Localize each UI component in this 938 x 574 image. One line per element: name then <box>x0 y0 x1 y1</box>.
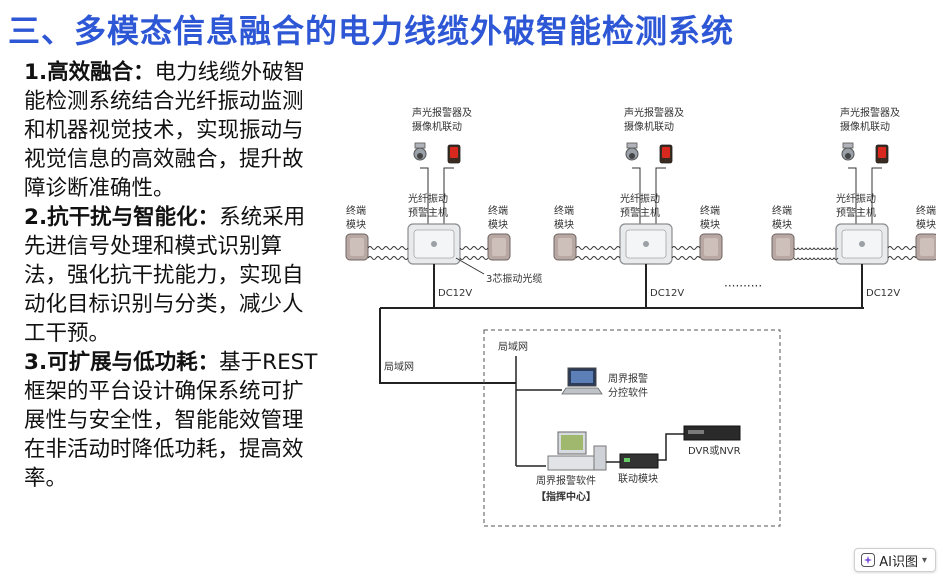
dc12v-label-1: DC12V <box>438 288 472 299</box>
alarm-label-3-line1: 声光报警器及 <box>840 106 900 119</box>
ai-button-label: AI识图 <box>879 554 918 570</box>
terminal-right-3-line1: 终端 <box>916 204 936 217</box>
point-2-body: 系统采用先进信号处理和模式识别算法，强化抗干扰能力，实现自动化目标识别与分类，减… <box>24 205 306 346</box>
alarm-label-1-line2: 摄像机联动 <box>412 120 462 133</box>
linkage-label: 联动模块 <box>618 473 658 485</box>
continuation-dots: ·········· <box>724 279 762 293</box>
vibration-cable <box>575 256 621 260</box>
terminal-right-3-line2: 模块 <box>916 219 936 231</box>
terminal-right-1-line1: 终端 <box>488 204 508 217</box>
dvr-icon <box>683 425 741 441</box>
point-1: 1.高效融合：电力线缆外破智能检测系统结合光纤振动监测和机器视觉技术，实现振动与… <box>24 58 324 203</box>
alarm-label-1-line1: 声光报警器及 <box>412 106 472 119</box>
terminal-left-1-line2: 模块 <box>346 219 366 231</box>
vibration-cable <box>459 256 489 260</box>
terminal-right-2-line1: 终端 <box>700 204 720 217</box>
terminal-module-icon <box>771 233 795 261</box>
slide-title: 三、多模态信息融合的电力线缆外破智能检测系统 <box>8 12 735 50</box>
terminal-left-1-line1: 终端 <box>346 204 366 217</box>
terminal-right-2-line2: 模块 <box>700 219 720 231</box>
ai-recognize-button[interactable]: AI识图 ▾ <box>854 548 936 572</box>
system-diagram: 声光报警器及摄像机联动光纤振动预警主机终端模块终端模块DC12V声光报警器及摄像… <box>345 106 936 527</box>
terminal-right-1-line2: 模块 <box>488 219 508 231</box>
dc12v-label-3: DC12V <box>866 288 900 299</box>
camera-icon <box>625 142 639 161</box>
alarm-light-icon <box>875 144 889 164</box>
point-1-body: 电力线缆外破智能检测系统结合光纤振动监测和机器视觉技术，实现振动与视觉信息的高效… <box>24 60 306 201</box>
camera-icon <box>413 142 427 161</box>
vibration-cable <box>367 246 409 250</box>
center-label-1: 周界报警软件 <box>536 474 596 487</box>
vibration-cable <box>367 256 409 260</box>
vibration-cable <box>793 257 839 260</box>
lan-bus <box>379 308 516 384</box>
alarm-host-icon <box>835 223 889 265</box>
alarm-host-icon <box>407 223 461 265</box>
ai-sparkle-icon <box>861 553 876 567</box>
lan-inner-label: 局域网 <box>498 340 528 353</box>
camera-icon <box>841 142 855 161</box>
point-3: 3.可扩展与低功耗：基于REST框架的平台设计确保系统可扩展性与安全性，智能能效… <box>24 348 324 493</box>
client-label-2: 分控软件 <box>608 386 648 399</box>
alarm-light-icon <box>447 144 461 164</box>
terminal-left-3-line1: 终端 <box>772 204 792 217</box>
vibration-cable <box>575 246 621 250</box>
vibration-cable <box>671 246 701 250</box>
vibration-cable <box>887 256 917 260</box>
point-2: 2.抗干扰与智能化：系统采用先进信号处理和模式识别算法，强化抗干扰能力，实现自动… <box>24 203 324 348</box>
point-3-body: 基于REST框架的平台设计确保系统可扩展性与安全性，智能能效管理在非活动时降低功… <box>24 350 318 491</box>
alarm-label-2-line1: 声光报警器及 <box>624 106 684 119</box>
alarm-label-3-line2: 摄像机联动 <box>840 120 890 133</box>
terminal-left-3-line2: 模块 <box>772 219 792 231</box>
cable-pointer <box>455 257 485 275</box>
dc12v-label-2: DC12V <box>650 288 684 299</box>
terminal-module-icon <box>699 233 723 261</box>
alarm-light-icon <box>659 144 673 164</box>
feature-points: 1.高效融合：电力线缆外破智能检测系统结合光纤振动监测和机器视觉技术，实现振动与… <box>24 58 324 493</box>
point-3-heading: 3.可扩展与低功耗： <box>24 350 220 375</box>
cable-label: 3芯振动光缆 <box>486 272 542 285</box>
terminal-module-icon <box>915 233 936 261</box>
alarm-label-2-line2: 摄像机联动 <box>624 120 674 133</box>
laptop-icon <box>561 367 603 395</box>
terminal-module-icon <box>345 233 369 261</box>
alarm-host-icon <box>619 223 673 265</box>
center-label-2: 【指挥中心】 <box>536 490 596 503</box>
terminal-module-icon <box>553 233 577 261</box>
point-1-heading: 1.高效融合： <box>24 60 155 85</box>
terminal-module-icon <box>487 233 511 261</box>
vibration-cable <box>671 256 701 260</box>
client-label-1: 周界报警 <box>608 372 648 385</box>
chevron-down-icon: ▾ <box>921 554 927 566</box>
dvr-label: DVR或NVR <box>688 445 741 457</box>
terminal-left-2-line2: 模块 <box>554 219 574 231</box>
terminal-left-2-line1: 终端 <box>554 204 574 217</box>
computer-icon <box>547 431 607 471</box>
vibration-cable <box>459 246 489 250</box>
vibration-cable <box>887 246 917 250</box>
command-center-box <box>483 329 781 527</box>
point-2-heading: 2.抗干扰与智能化： <box>24 205 220 230</box>
linkage-module-icon <box>619 453 659 469</box>
lan-outer-label: 局域网 <box>384 360 414 373</box>
vibration-cable <box>793 247 839 250</box>
